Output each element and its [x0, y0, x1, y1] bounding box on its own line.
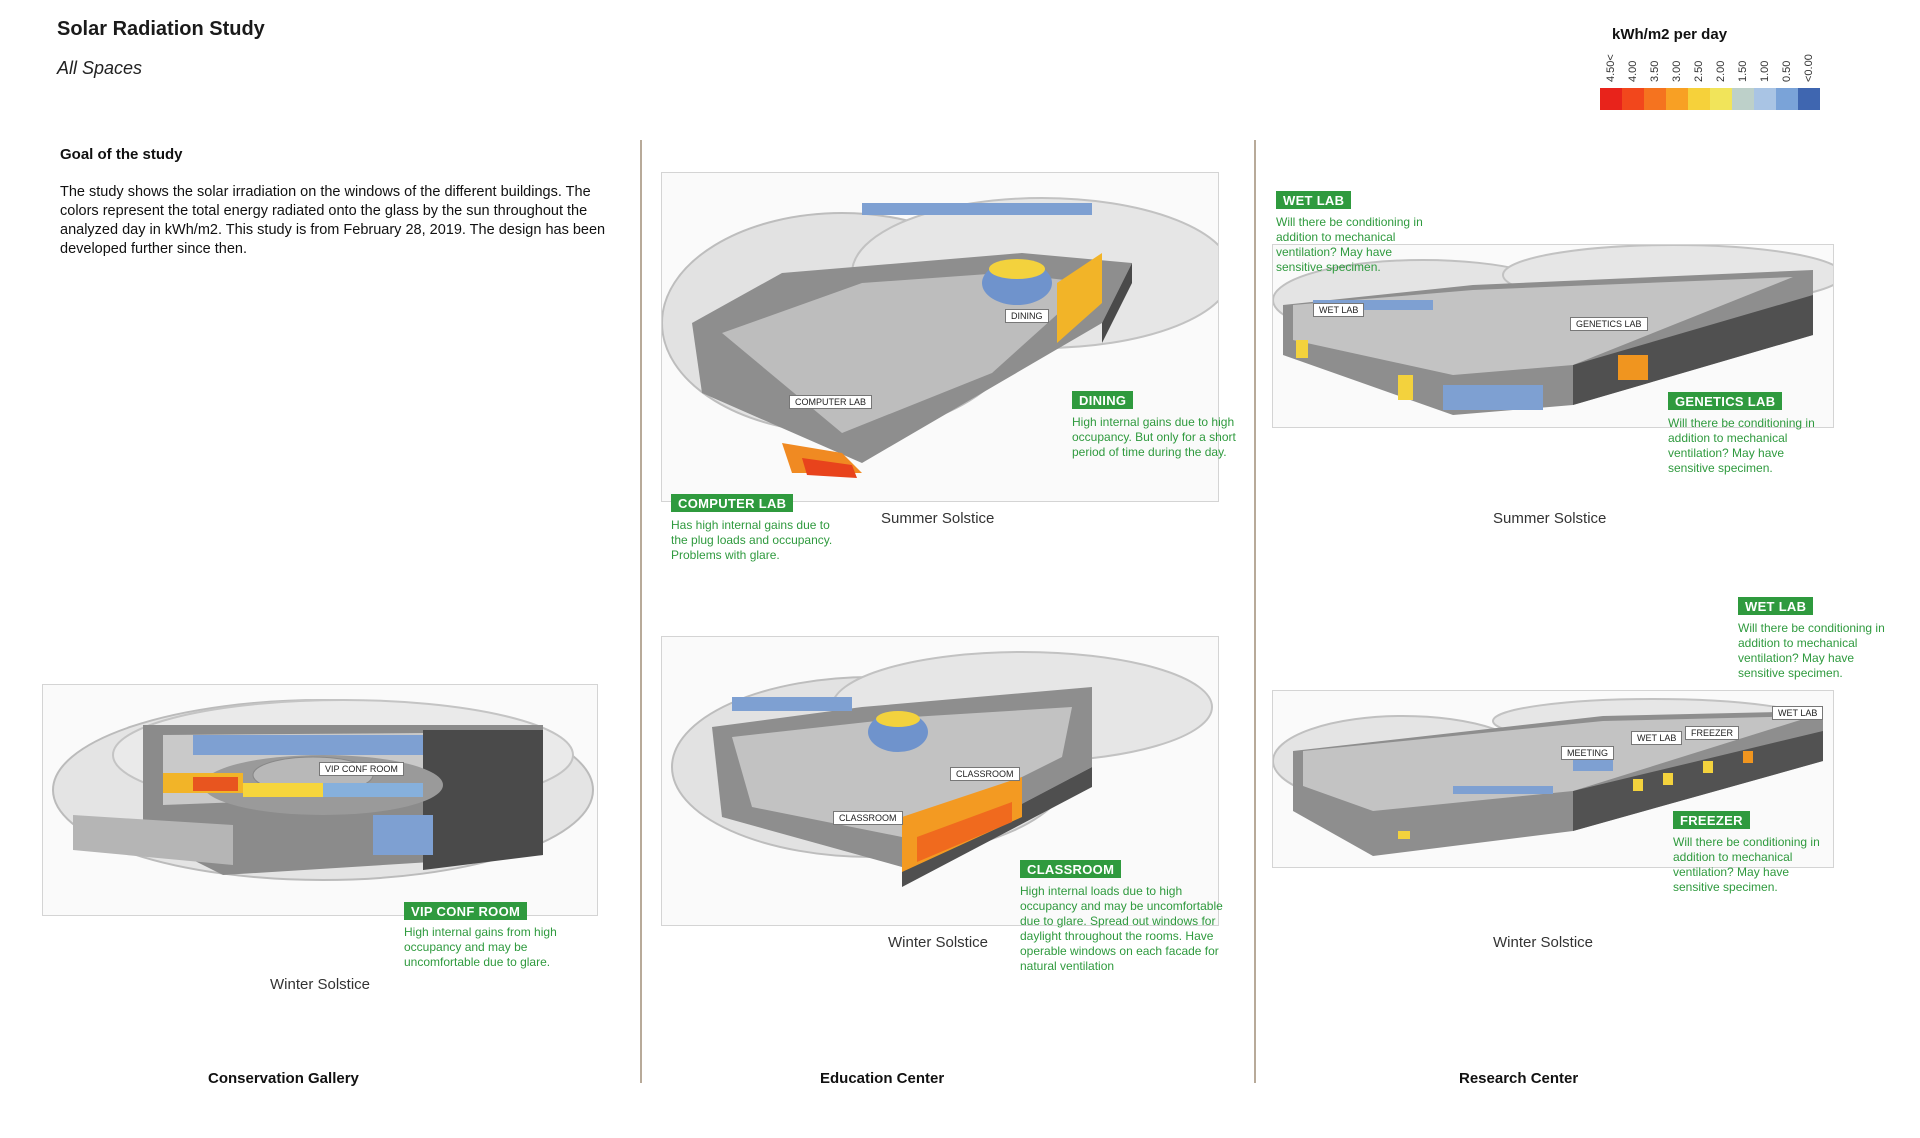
callout-note-genetics-lab: Will there be conditioning in addition t… — [1668, 416, 1815, 475]
callout-tag-freezer: FREEZER — [1673, 811, 1750, 829]
conservation-winter-caption: Winter Solstice — [270, 976, 371, 993]
callout-tag-wet-lab-winter: WET LAB — [1738, 597, 1814, 615]
research-summer-building-render — [1273, 245, 1833, 415]
goal-body: The study shows the solar irradiation on… — [60, 184, 606, 257]
room-label-meeting: MEETING — [1561, 746, 1615, 760]
legend-title: kWh/m2 per day — [1612, 26, 1728, 43]
legend-swatch — [1798, 88, 1820, 110]
legend-swatch — [1754, 88, 1776, 110]
research-section-title: Research Center — [1459, 1070, 1579, 1087]
conservation-building-render — [52, 699, 594, 881]
page-subtitle: All Spaces — [57, 58, 143, 78]
legend-swatch — [1710, 88, 1732, 110]
room-label-computer-lab: COMPUTER LAB — [789, 395, 873, 409]
callout-note-freezer: Will there be conditioning in addition t… — [1673, 835, 1820, 894]
research-winter-caption: Winter Solstice — [1493, 934, 1594, 951]
legend-swatch — [1688, 88, 1710, 110]
column-divider-left — [640, 140, 642, 1083]
education-winter-building-render — [671, 651, 1213, 887]
research-summer-caption: Summer Solstice — [1493, 510, 1607, 527]
column-divider-right — [1254, 140, 1256, 1083]
legend-tick-label: 2.00 — [1715, 60, 1727, 82]
legend-swatch — [1622, 88, 1644, 110]
room-label-freezer: FREEZER — [1685, 726, 1740, 740]
education-summer-building-render — [662, 197, 1218, 478]
education-section-title: Education Center — [820, 1070, 945, 1087]
callout-note-computer-lab: Has high internal gains due to the plug … — [671, 518, 833, 562]
legend-swatch — [1732, 88, 1754, 110]
callout-tag-wet-lab-summer: WET LAB — [1276, 191, 1352, 209]
room-label-classroom-b: CLASSROOM — [833, 811, 903, 825]
legend-tick-label: 3.00 — [1671, 60, 1683, 82]
legend-swatch — [1776, 88, 1798, 110]
conservation-section-title: Conservation Gallery — [208, 1070, 359, 1087]
room-label-classroom-a: CLASSROOM — [950, 767, 1020, 781]
legend-tick-label: <0.00 — [1803, 54, 1815, 82]
callout-tag-classroom: CLASSROOM — [1020, 860, 1122, 878]
education-winter-model: CLASSROOM CLASSROOM — [661, 636, 1219, 926]
legend-tick-label: 1.00 — [1759, 60, 1771, 82]
research-winter-model: WET LAB WET LAB FREEZER MEETING — [1272, 690, 1834, 868]
legend-tick-label: 1.50 — [1737, 60, 1749, 82]
callout-tag-dining: DINING — [1072, 391, 1134, 409]
legend-tick-label: 4.50< — [1605, 54, 1617, 82]
goal-heading: Goal of the study — [60, 146, 183, 163]
education-summer-model: DINING COMPUTER LAB — [661, 172, 1219, 502]
legend-swatch — [1600, 88, 1622, 110]
room-label-dining: DINING — [1005, 309, 1049, 323]
room-label-wet-lab-summer: WET LAB — [1313, 303, 1365, 317]
legend-tick-label: 4.00 — [1627, 60, 1639, 82]
callout-tag-vip-conf-room: VIP CONF ROOM — [404, 902, 528, 920]
callout-note-dining: High internal gains due to high occupanc… — [1072, 415, 1236, 459]
callout-note-vip-conf-room: High internal gains from high occupancy … — [404, 925, 557, 969]
color-legend: kWh/m2 per day 4.50< 4.00 3.50 3.00 2.50 2.00… — [1600, 24, 1840, 116]
callout-note-wet-lab-winter: Will there be conditioning in addition t… — [1738, 621, 1885, 680]
legend-tick-label: 2.50 — [1693, 60, 1705, 82]
callout-note-wet-lab-summer: Will there be conditioning in addition t… — [1276, 215, 1423, 274]
room-label-wet-lab-winter-1: WET LAB — [1631, 731, 1683, 745]
education-winter-caption: Winter Solstice — [888, 934, 989, 951]
legend-tick-label: 0.50 — [1781, 60, 1793, 82]
callout-tag-computer-lab: COMPUTER LAB — [671, 494, 794, 512]
room-label-wet-lab-winter-2: WET LAB — [1772, 706, 1824, 720]
legend-swatch — [1644, 88, 1666, 110]
callout-note-classroom: High internal loads due to high occupanc… — [1020, 884, 1223, 973]
legend-swatch — [1666, 88, 1688, 110]
conservation-winter-model: VIP CONF ROOM — [42, 684, 598, 916]
room-label-genetics-lab: GENETICS LAB — [1570, 317, 1648, 331]
page-title: Solar Radiation Study — [57, 18, 265, 40]
callout-tag-genetics-lab: GENETICS LAB — [1668, 392, 1783, 410]
room-label-vip-conf-room: VIP CONF ROOM — [319, 762, 404, 776]
education-summer-caption: Summer Solstice — [881, 510, 995, 527]
legend-tick-label: 3.50 — [1649, 60, 1661, 82]
